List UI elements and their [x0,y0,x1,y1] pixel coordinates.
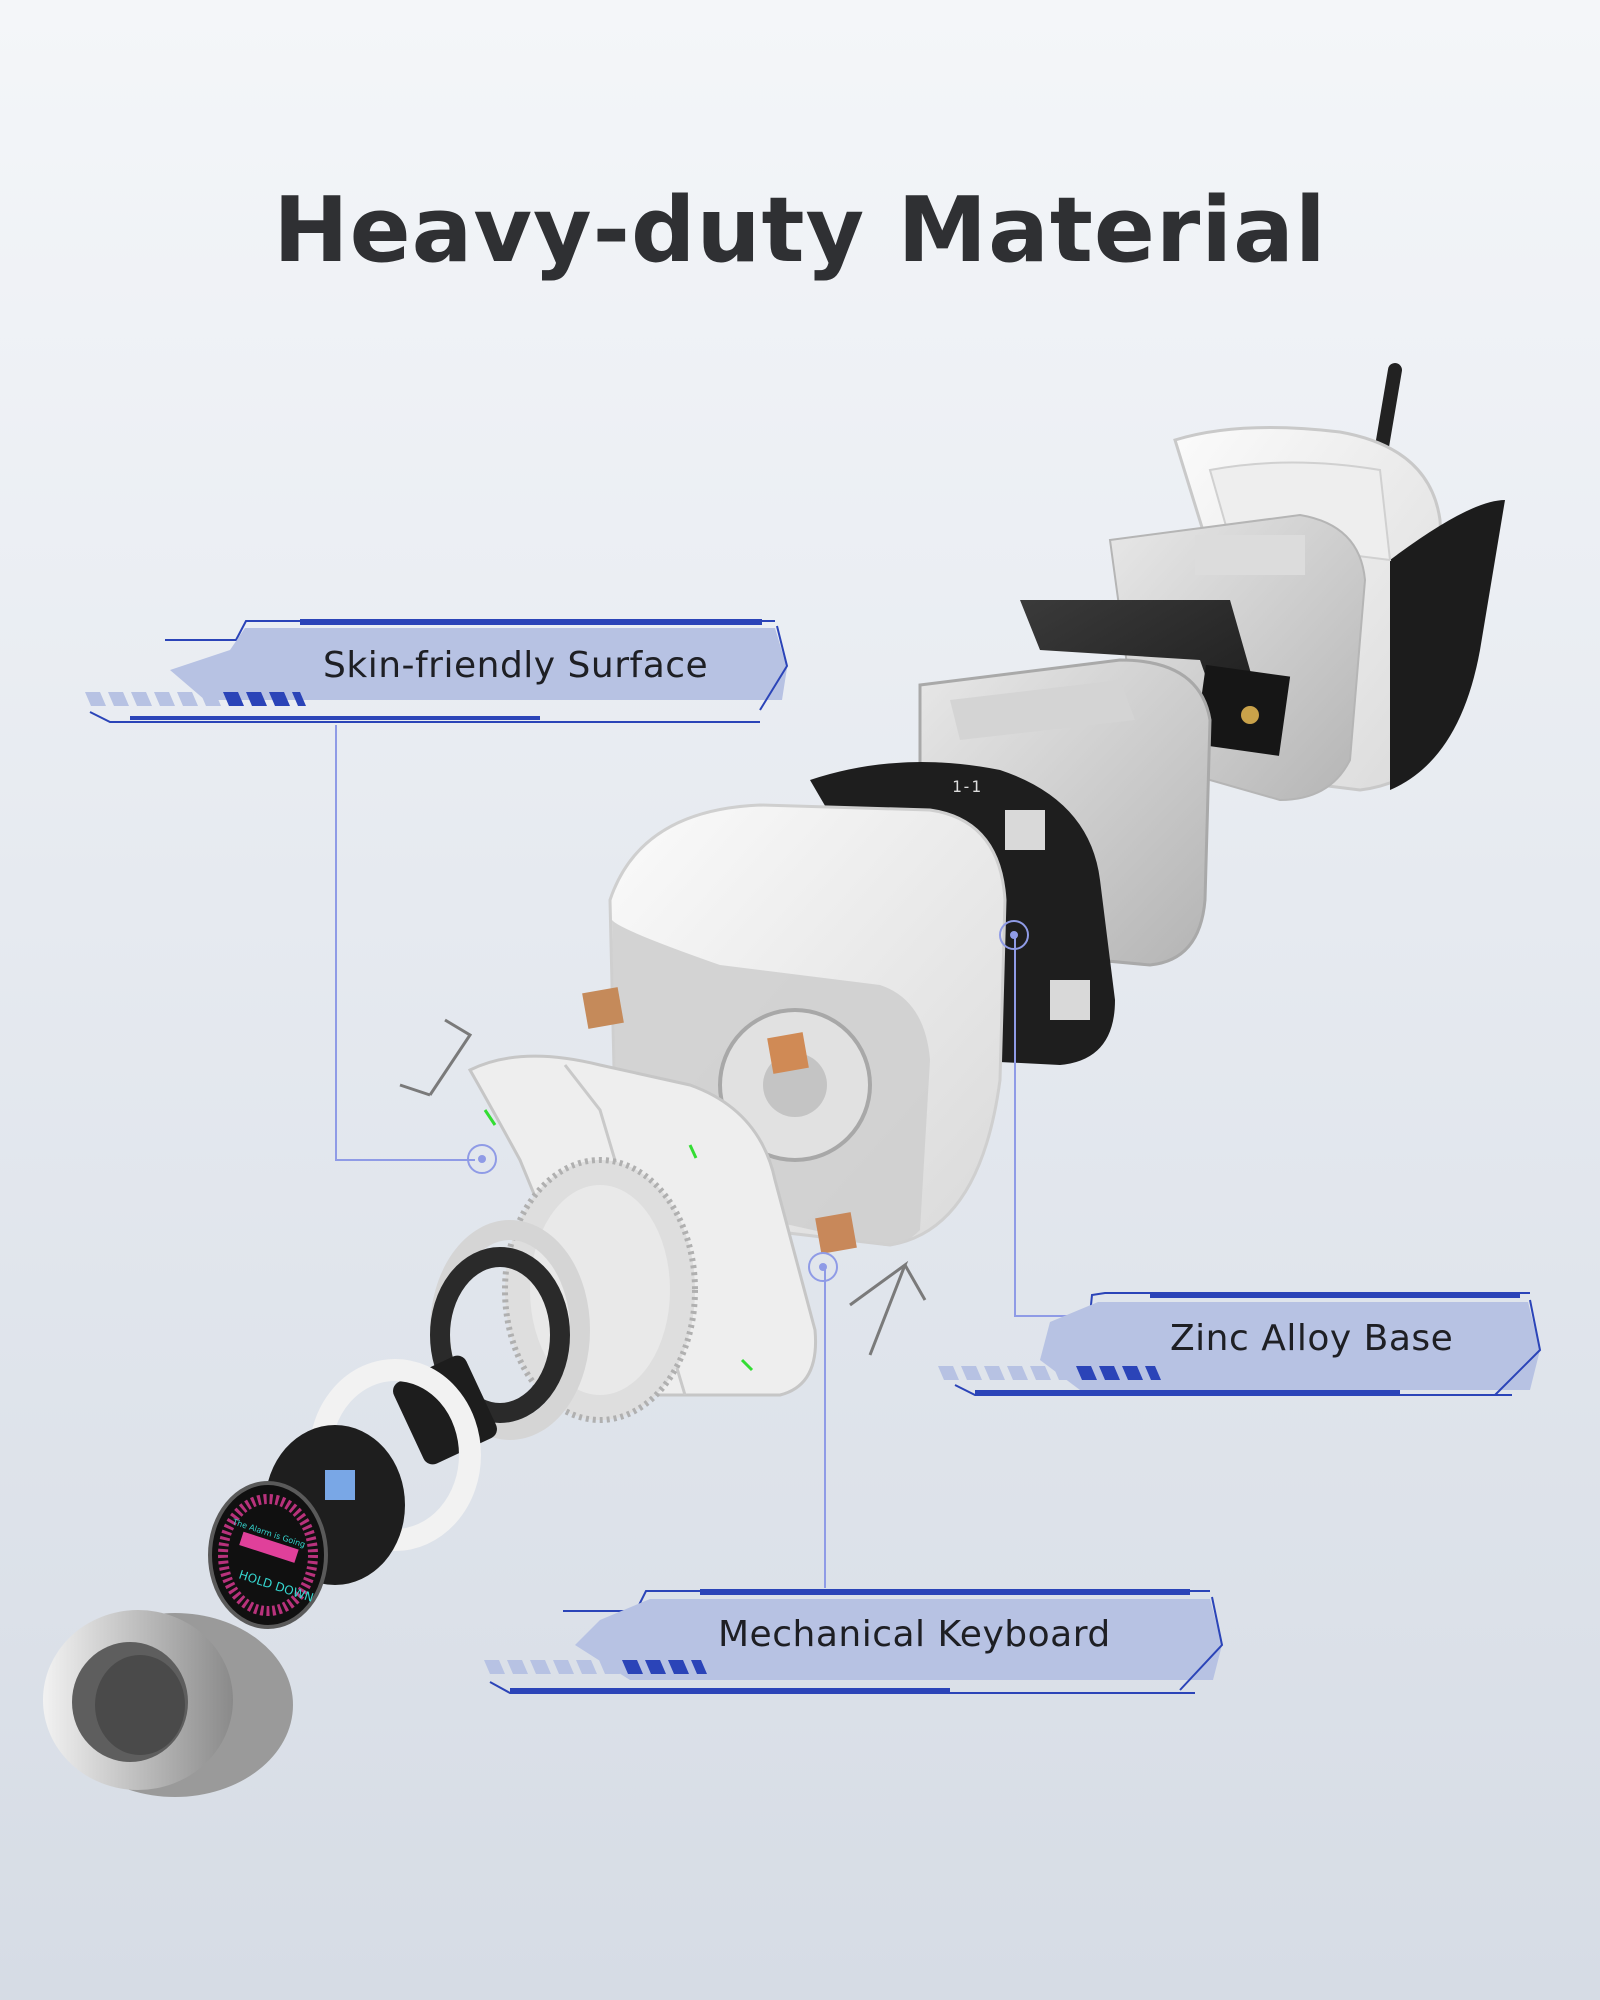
round-screen: The Alarm is Going HOLD DOWN [208,1481,328,1629]
clip-left [399,1018,473,1097]
main-pcb [1020,600,1291,756]
leader-markers [467,920,1029,1282]
leader-zinc [1014,935,1088,1317]
pcb-mark: 1-1 [952,777,981,796]
callout-zinc-bars [938,1366,1161,1380]
callout-zinc [938,1292,1542,1396]
callout-skin [85,619,789,723]
callout-skin-bars [85,692,306,706]
callout-keyboard [484,1589,1224,1694]
clip-right [849,1260,927,1356]
callout-skin-label: Skin-friendly Surface [323,645,709,686]
callout-keyboard-label: Mechanical Keyboard [718,1614,1111,1655]
leader-skin [335,725,475,1161]
headline: Heavy-duty Material [273,178,1327,283]
callout-zinc-label: Zinc Alloy Base [1170,1318,1454,1359]
outer-knob [43,1610,293,1797]
leader-lines [335,725,1088,1588]
rotary-ring [502,1157,698,1423]
callout-keyboard-bars [484,1660,707,1674]
